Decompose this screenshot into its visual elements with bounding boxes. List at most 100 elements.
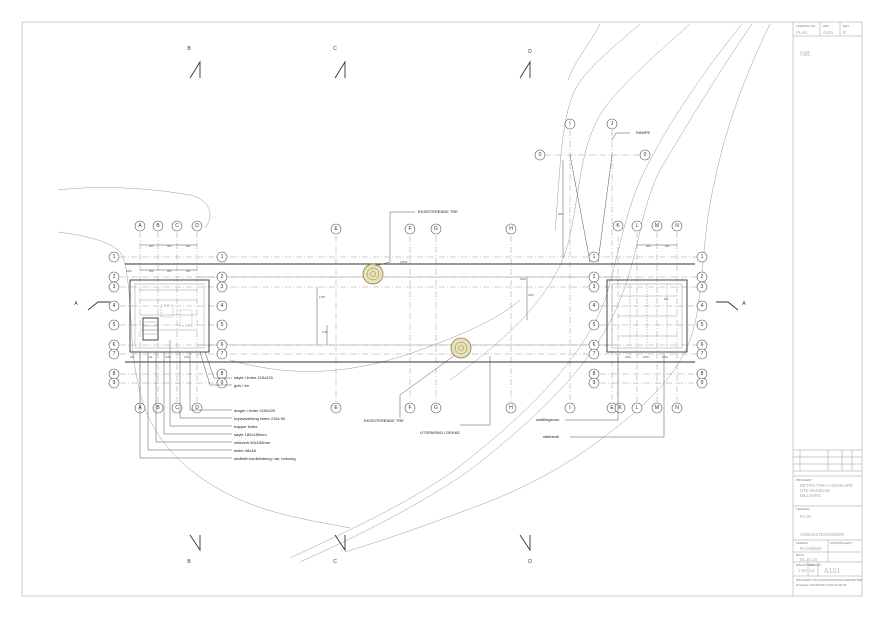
svg-text:5: 5 [701, 322, 704, 328]
section-label: D [528, 49, 532, 55]
terrain-contours [57, 23, 771, 563]
svg-text:L: L [636, 405, 639, 411]
grid-lines [120, 130, 700, 402]
dimension-text: 960 [186, 269, 191, 273]
grid-bubble-m-top: M [651, 220, 663, 232]
dimension-text: 24510 [400, 260, 408, 264]
grid-bubble-row-1-l2: 1 [216, 251, 228, 263]
svg-text:4: 4 [113, 303, 116, 309]
grid-bubble-e-top: E [330, 223, 342, 235]
svg-text:M: M [655, 405, 659, 411]
grid-bubble-row-2-l1: 2 [108, 271, 120, 283]
svg-text:A: A [138, 223, 142, 229]
dimension-text: 1010 [662, 355, 668, 359]
tb-firm-line: Postboks 123 0000 BY tlf 00 00 00 00 [796, 583, 847, 587]
svg-text:G: G [434, 226, 438, 232]
dimension-text: 960 [646, 244, 651, 248]
grid-bubble-g-top: G [430, 223, 442, 235]
tb-project-line: BILLASKE [800, 493, 821, 498]
grid-bubble-row-6-l2: 6 [216, 339, 228, 351]
grid-bubble-e-bottom: E [330, 402, 342, 414]
label-rampe: RAMPE [636, 130, 651, 135]
section-label: D [528, 559, 532, 565]
section-marker-a-right: A [716, 301, 746, 311]
tb-drawing-subtitle: ANBUDSTEGNINGER [800, 532, 844, 537]
svg-text:9: 9 [113, 380, 116, 386]
callout-item: søyle i limtre 215x215 [234, 375, 274, 380]
dimension-text: 960 [186, 244, 191, 248]
grid-bubble-row-0-right: 0 [639, 149, 651, 161]
existing-tree-top [362, 263, 384, 285]
svg-text:D: D [195, 223, 199, 229]
grid-bubble-row-0-left: 0 [534, 149, 546, 161]
label-existing-tree-bottom: EKSISTERENDE TRE [364, 418, 404, 423]
dimension-text: 2867 [558, 212, 564, 216]
dimension-text: 1765 [319, 295, 325, 299]
svg-text:5: 5 [593, 322, 596, 328]
tb-drawn-label: TEGNET [796, 541, 808, 545]
svg-text:N: N [675, 223, 679, 229]
callout-item: søyle 180x180mm [234, 432, 267, 437]
grid-bubble-row-5-r2: 5 [696, 319, 708, 331]
callout-item: trapper limtre [234, 424, 258, 429]
svg-text:E: E [334, 226, 338, 232]
grid-bubble-l-bottom: L [631, 402, 643, 414]
svg-text:6: 6 [113, 342, 116, 348]
grid-bubble-m-bottom: M [651, 402, 663, 414]
title-block: TEGNING NR PLAN ARK A101 REV B NB: PROSJ… [793, 22, 863, 587]
grid-bubble-row-1-l1: 1 [108, 251, 120, 263]
tb-drawing-number-label: TEGNING NR [796, 24, 816, 28]
callout-item: lekter 48x48 [234, 448, 257, 453]
tb-project-label: PROSJEKT [796, 478, 812, 482]
svg-text:3: 3 [701, 284, 704, 290]
svg-text:7: 7 [221, 351, 224, 357]
section-label: B [187, 559, 191, 565]
dimension-text: 1000 [643, 355, 649, 359]
svg-text:6: 6 [221, 342, 224, 348]
section-label: C [333, 559, 337, 565]
svg-text:E: E [610, 405, 614, 411]
tb-project-line: RETRO TRE LANDSKAPE [800, 483, 853, 488]
grid-bubble-k-top: K [612, 220, 624, 232]
grid-bubble-n-bottom: N [671, 402, 683, 414]
label-utsparing: UTSPARING I DEKKE [420, 430, 460, 435]
svg-text:K: K [616, 223, 620, 229]
svg-text:B: B [156, 405, 160, 411]
grid-bubble-row-8-r1: 8 [588, 368, 600, 380]
callout-item: drager i limtre 215x225 [234, 408, 276, 413]
svg-text:F: F [408, 405, 411, 411]
svg-text:F: F [408, 226, 411, 232]
grid-bubble-row-7-l1: 7 [108, 348, 120, 360]
grid-bubble-row-8-l2: 8 [216, 368, 228, 380]
section-label: C [333, 46, 337, 52]
svg-text:N: N [675, 405, 679, 411]
tower-left [129, 279, 210, 353]
grid-bubble-row-4-r2: 4 [696, 300, 708, 312]
dimension-text: 960 [665, 244, 670, 248]
grid-bubble-f-bottom: F [404, 402, 416, 414]
svg-text:8: 8 [701, 371, 704, 377]
tower-right [606, 279, 688, 353]
svg-text:C: C [175, 405, 179, 411]
grid-bubble-i-top: I [564, 118, 576, 130]
grid-bubble-row-6-r2: 6 [696, 339, 708, 351]
label-existing-tree-top: EKSISTERENDE TRE [418, 209, 458, 214]
svg-text:1: 1 [113, 254, 116, 260]
svg-text:1: 1 [701, 254, 704, 260]
callout-item: gulv i tre [234, 383, 250, 388]
grid-bubble-row-2-r2: 2 [696, 271, 708, 283]
section-marker-b-top: B [187, 46, 201, 79]
svg-text:9: 9 [221, 380, 224, 386]
grid-bubble-row-9-l1: 9 [108, 377, 120, 389]
grid-bubble-g-bottom: G [430, 402, 442, 414]
svg-text:4: 4 [593, 303, 596, 309]
grid-bubble-d-top: D [191, 220, 203, 232]
dimension-text: 1000 [165, 355, 171, 359]
tb-drawing-title: PLAN [800, 514, 811, 519]
section-marker-d-top: D [519, 49, 532, 79]
tb-date-label: DATO [796, 553, 805, 557]
svg-text:K: K [618, 405, 622, 411]
section-label: B [187, 46, 191, 52]
svg-text:9: 9 [701, 380, 704, 386]
